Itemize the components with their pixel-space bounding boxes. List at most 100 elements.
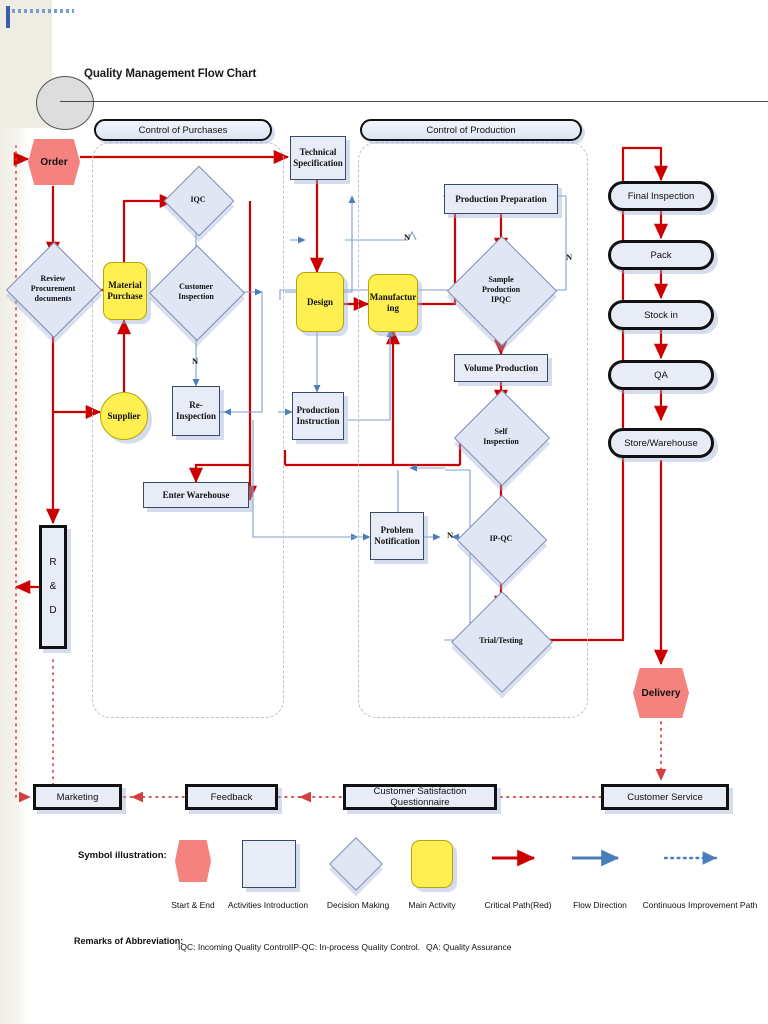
sample-production-label: Sample Production IPQC [463, 252, 539, 328]
node-manufacturing[interactable]: Manufactur ing [368, 274, 418, 332]
node-technical-specification[interactable]: Technical Specification [290, 136, 346, 180]
node-production-preparation[interactable]: Production Preparation [444, 184, 558, 214]
customer-service-label: Customer Service [627, 791, 703, 803]
node-order-label: Order [40, 156, 68, 168]
re-inspection-line-2: Inspection [175, 411, 216, 421]
node-final-inspection[interactable]: Final Inspection [608, 181, 714, 211]
material-purchase-line-2: Purchase [107, 291, 143, 301]
remarks-item-0: IQC: Incoming Quality Control. [178, 942, 294, 952]
delivery-label: Delivery [641, 687, 681, 699]
node-rd[interactable]: R & D [39, 525, 67, 649]
review-line-3: documents [34, 294, 72, 303]
self-inspection-label: Self Inspection [468, 404, 534, 470]
legend-caption-3: Main Activity [408, 900, 456, 910]
node-ip-qc[interactable]: IP-QC [456, 494, 548, 586]
node-self-inspection[interactable]: Self Inspection [453, 389, 551, 487]
legend-caption-2: Decision Making [326, 900, 390, 910]
node-stock-in[interactable]: Stock in [608, 300, 714, 330]
node-design-label: Design [306, 296, 333, 307]
node-supplier[interactable]: Supplier [100, 392, 148, 440]
title-ellipse-shape [36, 76, 94, 130]
legend-icon-decision-diamond [329, 837, 383, 891]
left-margin-band [0, 0, 30, 1024]
node-design[interactable]: Design [296, 272, 344, 332]
node-trial-testing[interactable]: Trial/Testing [451, 591, 553, 693]
node-order[interactable]: Order [28, 139, 80, 185]
production-instruction-line-1: Production [296, 405, 340, 415]
stock-in-label: Stock in [644, 309, 678, 321]
node-volume-production[interactable]: Volume Production [454, 354, 548, 382]
legend-caption-6: Continuous Improvement Path [642, 900, 758, 910]
node-feedback[interactable]: Feedback [185, 784, 278, 810]
customer-inspection-label: Customer Inspection [163, 259, 229, 325]
remarks-item-2: QA: Quality Assurance [426, 942, 512, 952]
title-divider [60, 101, 768, 102]
branch-label-sample-production-n: N [566, 252, 573, 262]
node-supplier-label: Supplier [107, 411, 141, 421]
qa-label: QA [654, 369, 668, 381]
legend-icon-start-end-hexagon [175, 840, 211, 882]
node-material-purchase[interactable]: Material Purchase [103, 262, 147, 320]
problem-notification-line-2: Notification [374, 536, 420, 546]
final-inspection-label: Final Inspection [627, 190, 695, 202]
node-customer-service[interactable]: Customer Service [601, 784, 729, 810]
production-instruction-line-2: Instruction [296, 416, 340, 426]
sample-production-line-2: Production [481, 285, 521, 294]
legend-caption-1: Activities Introduction [227, 900, 309, 910]
legend-caption-0: Start & End [171, 900, 215, 910]
node-sample-production-ipqc[interactable]: Sample Production IPQC [446, 235, 558, 347]
branch-label-customer-inspection-n: N [192, 356, 199, 366]
review-procurement-label: Review Procurement documents [20, 256, 86, 322]
node-customer-satisfaction[interactable]: Customer Satisfaction Questionnaire [343, 784, 497, 810]
pack-label: Pack [650, 249, 672, 261]
legend-icon-activities-rectangle [242, 840, 296, 888]
group-header-production: Control of Production [360, 119, 585, 144]
node-review-procurement[interactable]: Review Procurement documents [5, 241, 103, 339]
node-problem-notification[interactable]: Problem Notification [370, 512, 424, 560]
node-qa[interactable]: QA [608, 360, 714, 390]
review-line-2: Procurement [30, 284, 76, 293]
corner-dotted-mark [12, 9, 74, 13]
legend-icon-main-activity-rounded [411, 840, 453, 888]
node-iqc-label: IQC [190, 195, 206, 204]
page-title: Quality Management Flow Chart [84, 68, 257, 80]
legend-title: Symbol illustration: [78, 850, 167, 861]
store-warehouse-label: Store/Warehouse [624, 437, 698, 449]
feedback-label: Feedback [210, 791, 253, 803]
node-production-instruction[interactable]: Production Instruction [292, 392, 344, 440]
manufacturing-line-1: Manufactur [369, 292, 417, 302]
node-delivery[interactable]: Delivery [633, 668, 689, 718]
production-preparation-label: Production Preparation [455, 193, 547, 204]
remarks-item-1: IP-QC: In-process Quality Control. [291, 942, 420, 952]
node-iqc[interactable]: IQC [163, 165, 235, 237]
problem-notification-line-1: Problem [380, 525, 414, 535]
re-inspection-line-1: Re- [189, 400, 203, 410]
manufacturing-line-2: ing [386, 303, 399, 313]
node-ip-qc-label: IP-QC [489, 534, 513, 543]
node-re-inspection[interactable]: Re- Inspection [172, 386, 220, 436]
sample-production-line-1: Sample [488, 275, 514, 284]
self-inspection-line-1: Self [494, 427, 508, 436]
corner-tick-mark [6, 6, 10, 28]
volume-production-label: Volume Production [463, 362, 539, 373]
remarks-label: Remarks of Abbreviation: [74, 936, 184, 946]
node-marketing[interactable]: Marketing [33, 784, 122, 810]
customer-satisfaction-label: Customer Satisfaction Questionnaire [373, 786, 467, 808]
node-enter-warehouse-label: Enter Warehouse [162, 489, 230, 500]
node-store-warehouse[interactable]: Store/Warehouse [608, 428, 714, 458]
self-inspection-line-2: Inspection [483, 437, 519, 446]
legend-caption-4: Critical Path(Red) [484, 900, 552, 910]
group-header-purchases: Control of Purchases [94, 119, 275, 144]
node-enter-warehouse[interactable]: Enter Warehouse [143, 482, 249, 508]
material-purchase-line-1: Material [108, 280, 142, 290]
customer-inspection-line-2: Inspection [178, 292, 214, 301]
node-rd-label: R & D [47, 557, 59, 617]
review-line-1: Review [40, 274, 66, 283]
group-purchases-area [92, 142, 284, 718]
group-header-purchases-label: Control of Purchases [138, 124, 228, 136]
branch-label-manufacturing-n: N [404, 232, 411, 242]
node-customer-inspection[interactable]: Customer Inspection [148, 244, 246, 342]
marketing-label: Marketing [56, 791, 99, 803]
legend-caption-5: Flow Direction [573, 900, 627, 910]
node-pack[interactable]: Pack [608, 240, 714, 270]
